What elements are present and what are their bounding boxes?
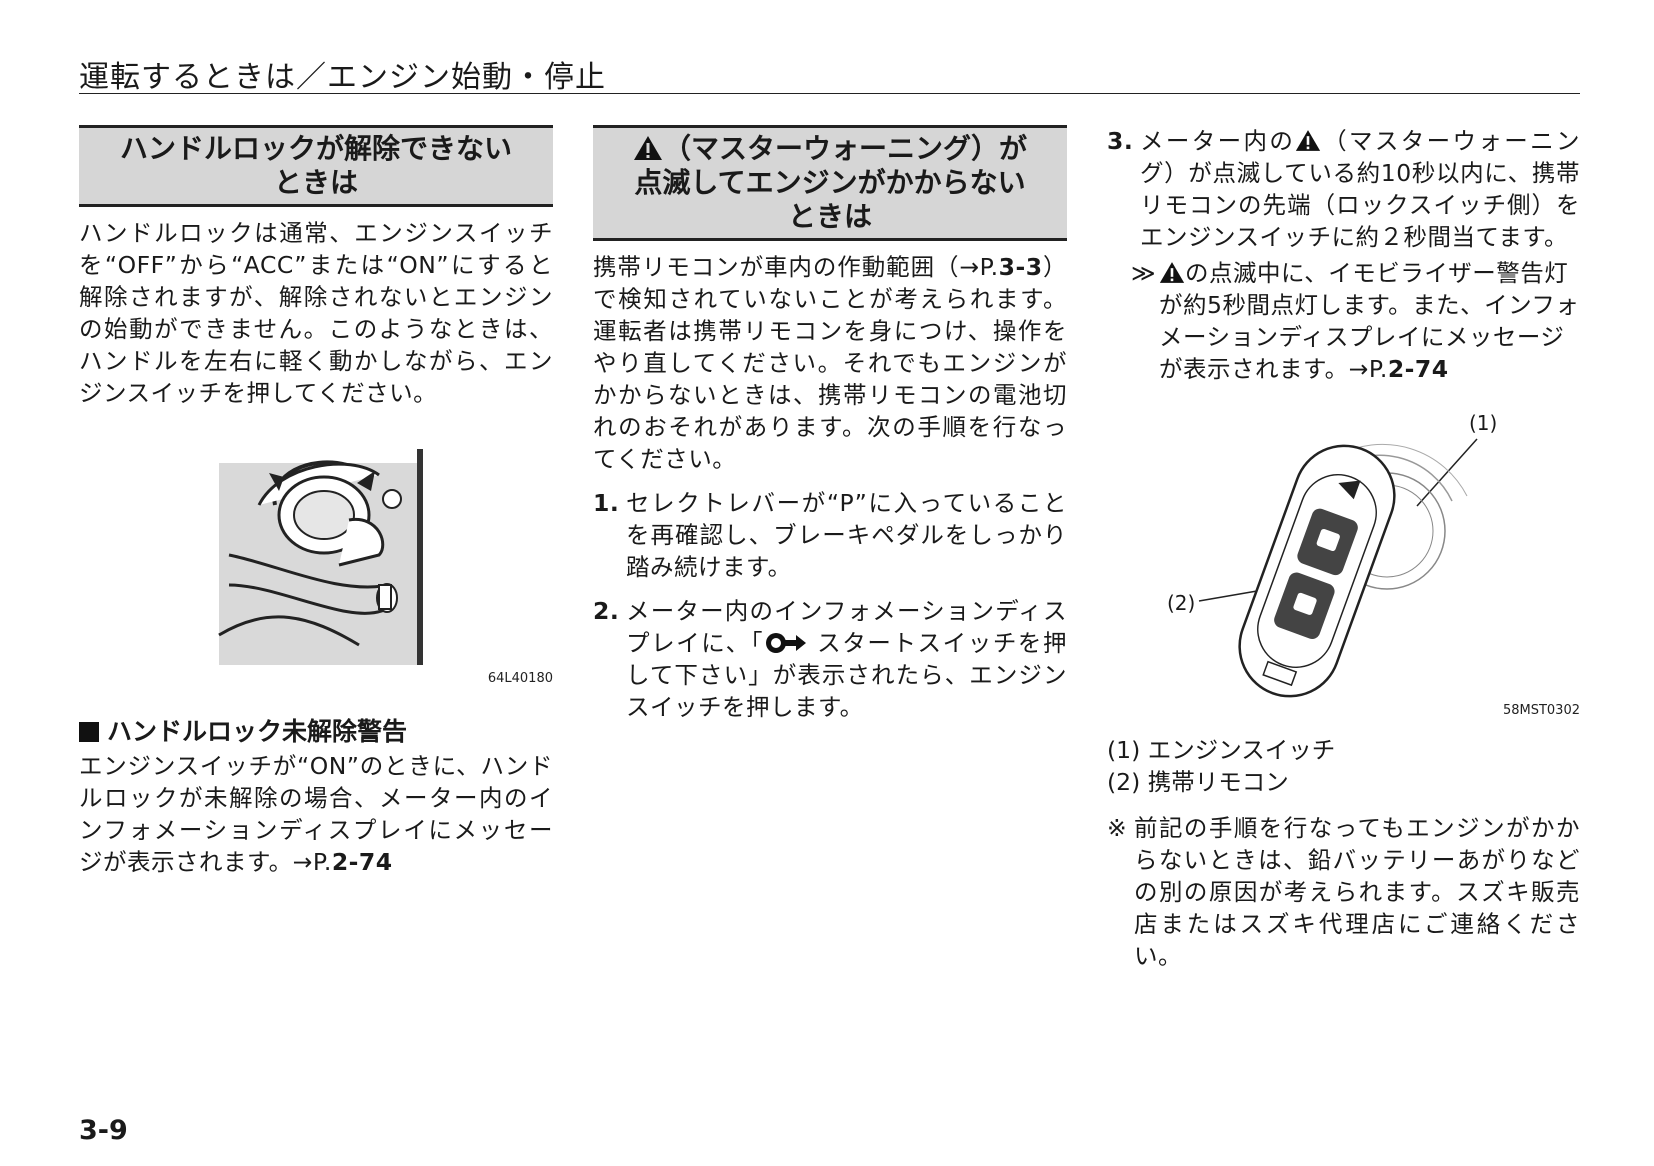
section-heading-line: ときは: [787, 200, 872, 233]
asterisk-mark: ※: [1107, 814, 1128, 842]
figure-code: 64L40180: [487, 671, 553, 686]
section-body: ハンドルロックは通常、エンジンスイッチを“OFF”から“ACC”または“ON”に…: [79, 219, 553, 407]
step-text: スタートスイッチを押して下さい」が表示されたら、エンジンスイッチを押します。: [626, 629, 1067, 721]
subsection-body: エンジンスイッチが“ON”のときに、ハンドルロックが未解除の場合、メーター内のイ…: [79, 750, 553, 878]
note-item: ≫ の点滅中に、イモビライザー警告灯が約5秒間点灯します。また、インフォメーショ…: [1107, 257, 1580, 385]
step-item: 1. セレクトレバーが“P”に入っていることを再確認し、ブレーキペダルをしっかり…: [593, 487, 1067, 583]
asterisk-note: ※ 前記の手順を行なってもエンジンがかからないときは、鉛バッテリーあがりなどの別…: [1107, 812, 1580, 972]
section-heading-line: 点滅してエンジンがかからない: [634, 166, 1026, 199]
callout-label-1: (1): [1469, 411, 1498, 435]
step-number: 3.: [1107, 127, 1134, 155]
note-mark: ≫: [1131, 259, 1157, 287]
page-reference: 3-3: [998, 253, 1043, 281]
page-header-title: 運転するときは／エンジン始動・停止: [79, 60, 606, 95]
body-text: ）で検知されていないことが考えられます。運転者は携帯リモコンを身につけ、操作をや…: [593, 253, 1068, 473]
square-bullet-icon: [79, 722, 99, 742]
header-rule: [79, 93, 1580, 94]
section-heading-handle-lock: ハンドルロックが解除できない ときは: [79, 125, 553, 207]
callout-label-2: (2): [1167, 591, 1196, 615]
section-heading-text: （マスターウォーニング）が: [662, 132, 1027, 165]
page-reference: 2-74: [331, 848, 393, 876]
key-start-icon: [766, 633, 807, 653]
remote-key-illustration: [1198, 438, 1478, 698]
section-heading-line: ときは: [273, 166, 358, 199]
legend-item: (1) エンジンスイッチ: [1107, 736, 1336, 764]
warning-triangle-icon: [1296, 130, 1321, 151]
asterisk-note-text: 前記の手順を行なってもエンジンがかからないときは、鉛バッテリーあがりなどの別の原…: [1134, 814, 1580, 970]
column-1: ハンドルロックが解除できない ときは ハンドルロックは通常、エンジンスイッチを“…: [79, 125, 553, 878]
step-text: メーター内の: [1140, 127, 1296, 155]
step-item: 3. メーター内の（マスターウォーニング）が点滅している約10秒以内に、携帯リモ…: [1107, 125, 1580, 253]
note-text: の点滅中に、イモビライザー警告灯が約5秒間点灯します。また、インフォメーションデ…: [1159, 259, 1580, 383]
page-reference: 2-74: [1387, 355, 1449, 383]
warning-triangle-icon: [633, 136, 662, 160]
step-number: 1.: [593, 489, 620, 517]
step-text: セレクトレバーが“P”に入っていることを再確認し、ブレーキペダルをしっかり踏み続…: [626, 489, 1067, 581]
column-2: （マスターウォーニング）が 点滅してエンジンがかからない ときは 携帯リモコンが…: [593, 125, 1067, 723]
body-text: 携帯リモコンが車内の作動範囲（→P.: [593, 253, 999, 281]
step-text: メーター内のインフォメーションディスプレイに、「: [626, 597, 1067, 657]
page-number: 3-9: [79, 1115, 128, 1146]
section-heading-line: （マスターウォーニング）が: [599, 132, 1061, 166]
figure-code: 58MST0302: [1502, 703, 1580, 718]
figure-legend: (1) エンジンスイッチ (2) 携帯リモコン: [1107, 734, 1580, 798]
subsection-body-text: エンジンスイッチが“ON”のときに、ハンドルロックが未解除の場合、メーター内のイ…: [79, 752, 553, 876]
subsection-heading: ハンドルロック未解除警告: [79, 716, 553, 748]
column-3: 3. メーター内の（マスターウォーニング）が点滅している約10秒以内に、携帯リモ…: [1107, 125, 1580, 972]
step-number: 2.: [593, 597, 620, 625]
step-text: （マスターウォーニング）が点滅している約10秒以内に、携帯リモコンの先端（ロック…: [1140, 127, 1580, 251]
legend-item: (2) 携帯リモコン: [1107, 768, 1289, 796]
section-body: 携帯リモコンが車内の作動範囲（→P.3-3）で検知されていないことが考えられます…: [593, 251, 1067, 475]
subsection-heading-text: ハンドルロック未解除警告: [107, 717, 408, 746]
section-heading-line: ハンドルロックが解除できない: [119, 132, 512, 165]
remote-key-figure: (1) (2): [1107, 411, 1580, 711]
step-item: 2. メーター内のインフォメーションディスプレイに、「 スタートスイッチを押して…: [593, 595, 1067, 723]
section-heading-master-warning: （マスターウォーニング）が 点滅してエンジンがかからない ときは: [593, 125, 1067, 241]
steering-wheel-illustration: [218, 449, 423, 665]
warning-triangle-icon: [1159, 262, 1185, 283]
steering-figure: [79, 435, 553, 665]
